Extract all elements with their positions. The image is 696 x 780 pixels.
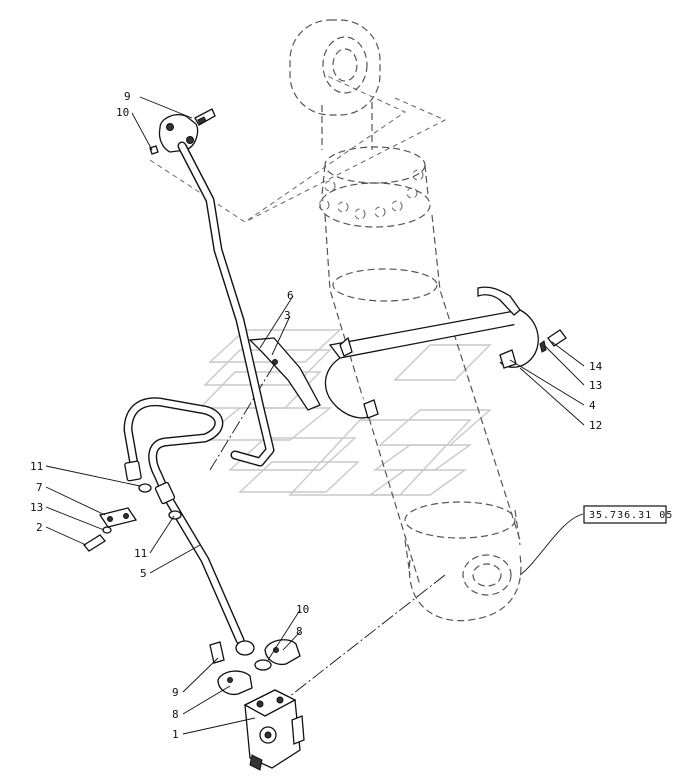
callout-9-bottom: 9 [172,686,179,699]
callout-5: 5 [140,567,147,580]
return-pipe [123,397,255,656]
callout-10-top: 10 [116,106,129,119]
reference-label: 35.736.31 05 [589,510,673,521]
callout-14: 14 [589,360,603,373]
callout-9-top: 9 [124,90,131,103]
callout-8-bottom: 8 [172,708,179,721]
callout-2: 2 [36,521,43,534]
support-bracket [248,337,321,411]
callout-10-bottom: 10 [296,603,309,616]
valve-block [243,689,305,771]
reference-box: 35.736.31 05 [583,505,673,524]
callout-3: 3 [284,309,291,322]
upper-pipe [177,141,275,467]
clamp-band [324,286,539,419]
assembly-centerlines [149,74,447,701]
o-rings [138,483,272,671]
callout-1: 1 [172,728,179,741]
pipe-clamp-left [83,507,138,552]
callout-7: 7 [36,481,43,494]
callout-12: 12 [589,419,602,432]
callout-4: 4 [589,399,596,412]
callout-8-right: 8 [296,625,303,638]
callout-11-mid: 11 [134,547,147,560]
callout-13-left: 13 [30,501,43,514]
leader-lines [45,96,585,735]
callout-11-left: 11 [30,460,43,473]
upper-flange-fitting [149,108,216,155]
callout-13-right: 13 [589,379,602,392]
callout-6: 6 [287,289,294,302]
clamp-bolt-right [539,329,567,353]
watermark-logo [198,329,492,496]
ghost-cylinder [289,19,522,622]
